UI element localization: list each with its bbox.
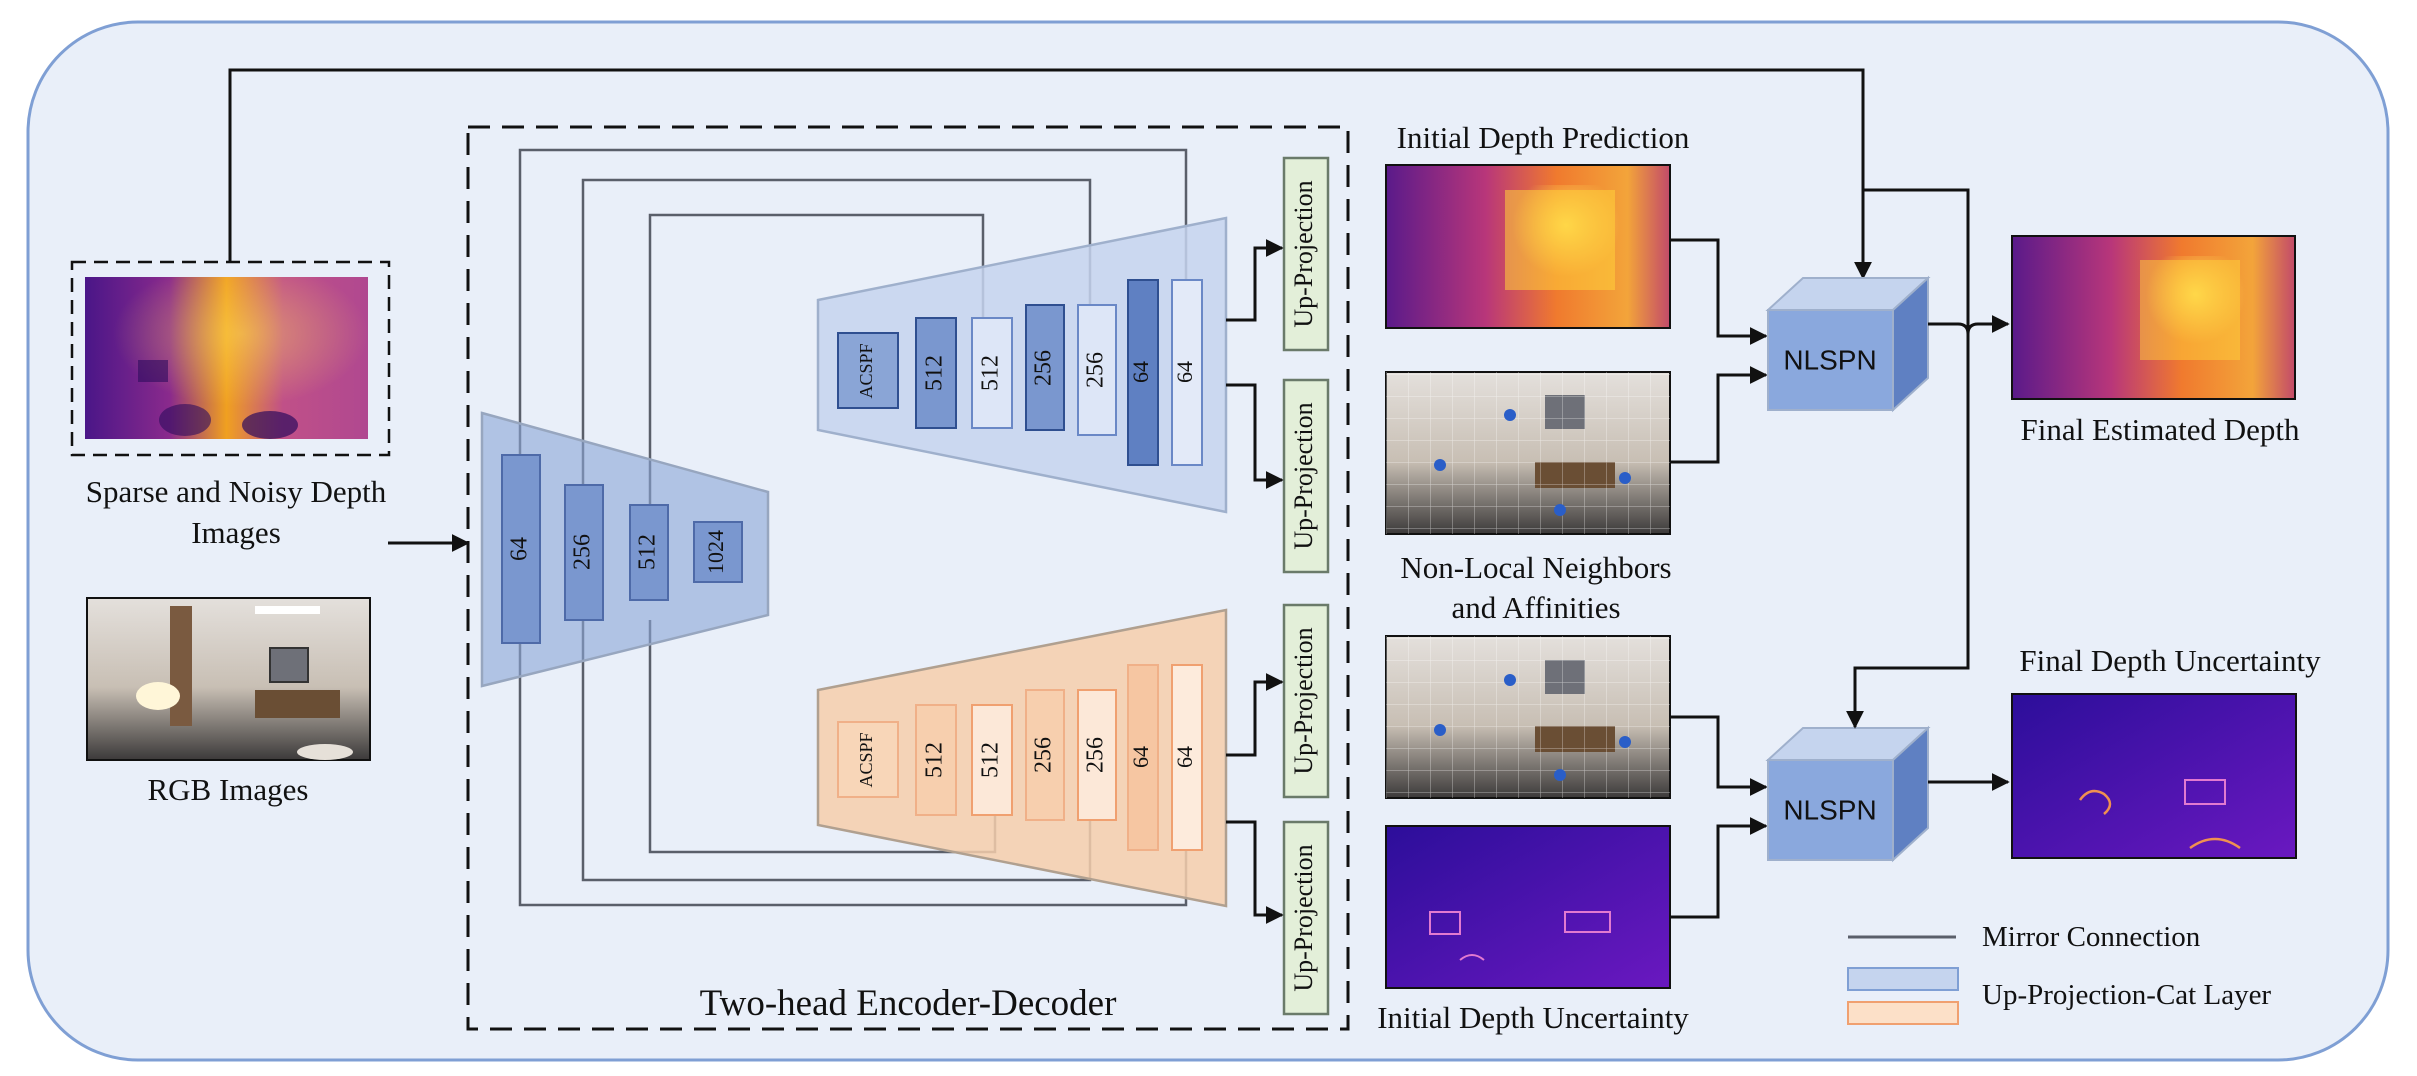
final-depth-uncertainty-image (2011, 693, 2297, 859)
encoder-block-256: 256 (570, 534, 596, 570)
up-projection-1: Up-Projection (1289, 180, 1318, 327)
decoder-head-uncertainty-blocks (837, 664, 1203, 851)
legend-upcat-swatch-orange (1847, 1001, 1959, 1025)
final-estimated-depth-image (2011, 235, 2296, 400)
depth-block-64b: 64 (1172, 361, 1197, 383)
unc-block-512a: 512 (922, 742, 948, 778)
initial-depth-uncertainty-label: Initial Depth Uncertainty (1377, 1000, 1689, 1035)
unc-block-256b: 256 (1083, 737, 1109, 773)
decoder-head-uncertainty (816, 608, 1228, 908)
encoder-block-1024: 1024 (703, 530, 728, 574)
nlspn-label-uncertainty: NLSPN (1783, 794, 1876, 825)
final-estimated-depth-label: Final Estimated Depth (2021, 412, 2300, 447)
rgb-label: RGB Images (147, 772, 308, 807)
initial-depth-prediction-image (1385, 164, 1671, 329)
unc-block-512b: 512 (978, 742, 1004, 778)
nlspn-label-depth: NLSPN (1783, 344, 1876, 375)
encoder-block-512: 512 (635, 534, 661, 570)
branch-connector (1846, 188, 1970, 729)
non-local-label-line2: and Affinities (1451, 590, 1620, 625)
up-projection-boxes (1282, 156, 1330, 1016)
decoder-head-depth (816, 216, 1228, 514)
initial-depth-prediction-label: Initial Depth Prediction (1397, 120, 1690, 155)
final-depth-uncertainty-label: Final Depth Uncertainty (2019, 643, 2321, 678)
nlspn-cube-depth (1765, 275, 1931, 413)
depth-block-64a: 64 (1128, 361, 1153, 383)
sparse-depth-label-line2: Images (191, 515, 281, 550)
unc-block-64b: 64 (1172, 746, 1197, 768)
legend-mirror-label: Mirror Connection (1982, 921, 2201, 953)
decoder-head-depth-blocks (837, 279, 1203, 466)
encoder-decoder-title: Two-head Encoder-Decoder (700, 983, 1117, 1024)
encoder-trapezoid (480, 411, 770, 688)
non-local-neighbors-image (1385, 371, 1671, 535)
depth-block-256b: 256 (1083, 352, 1109, 388)
rgb-image (86, 597, 371, 761)
up-projection-4: Up-Projection (1289, 844, 1318, 991)
up-projection-3: Up-Projection (1289, 627, 1318, 774)
skip-connection-top (228, 68, 1872, 280)
up-projection-2: Up-Projection (1289, 402, 1318, 549)
encoder-blocks (501, 454, 743, 644)
unc-block-256a: 256 (1031, 737, 1057, 773)
non-local-label-line1: Non-Local Neighbors (1400, 550, 1671, 585)
background-panel (26, 20, 2390, 1062)
sparse-depth-label-line1: Sparse and Noisy Depth (86, 474, 387, 509)
legend-upcat-swatch-blue (1847, 967, 1959, 991)
depth-block-512a: 512 (922, 355, 948, 391)
depth-acspf: ACSPF (856, 343, 876, 398)
depth-block-512b: 512 (978, 355, 1004, 391)
sparse-depth-input (70, 260, 391, 457)
legend (1847, 935, 1959, 1025)
non-local-neighbors-image-2 (1385, 635, 1671, 799)
nlspn-cube-uncertainty (1765, 725, 1931, 863)
encoder-block-64: 64 (507, 537, 533, 561)
encoder-decoder-box (466, 125, 1350, 1031)
initial-depth-uncertainty-image (1385, 825, 1671, 989)
unc-block-64a: 64 (1128, 746, 1153, 768)
unc-acspf: ACSPF (856, 732, 876, 787)
depth-block-256a: 256 (1031, 350, 1057, 386)
legend-upcat-label: Up-Projection-Cat Layer (1982, 979, 2271, 1011)
